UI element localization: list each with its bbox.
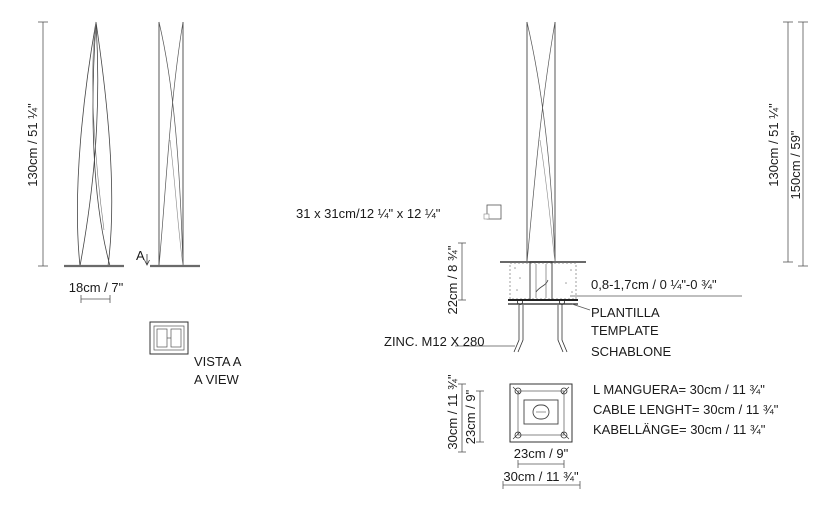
view-label-en: A VIEW [194,372,240,387]
template-height-inner-label: 23cm / 9" [463,389,478,444]
template-label-de: SCHABLONE [591,344,672,359]
base-plate-icon [483,204,502,220]
vista-a-icon [149,321,189,355]
base-plate-label: 31 x 31cm/12 ¼" x 12 ¼" [296,206,441,221]
right-height-inner-label: 130cm / 51 ¼" [766,103,781,187]
template-label-es: PLANTILLA [591,305,660,320]
foundation-section [455,242,742,353]
template-label-en: TEMPLATE [591,323,659,338]
template-width-inner-label: 23cm / 9" [514,446,569,461]
cable-length-en: CABLE LENGHT= 30cm / 11 ¾" [593,402,779,417]
template-height-outer-label: 30cm / 11 ¾" [445,374,460,450]
right-lamp-elevation [526,21,556,263]
cable-length-es: L MANGUERA= 30cm / 11 ¾" [593,382,765,397]
section-marker-label: A [136,248,145,263]
thickness-label: 0,8-1,7cm / 0 ¼"-0 ¾" [591,277,717,292]
view-label-es: VISTA A [194,354,242,369]
right-height-dimensions [783,21,808,267]
left-height-label: 130cm / 51 ¼" [25,103,40,187]
template-top-view [458,383,581,489]
template-width-outer-label: 30cm / 11 ¾" [503,469,579,484]
left-side-elevation [144,21,200,268]
left-front-elevation [38,21,124,303]
right-height-outer-label: 150cm / 59" [788,130,803,199]
bolt-label: ZINC. M12 X 280 [384,334,484,349]
left-width-label: 18cm / 7" [69,280,124,295]
cable-length-de: KABELLÄNGE= 30cm / 11 ¾" [593,422,766,437]
foundation-depth-label: 22cm / 8 ¾" [445,245,460,314]
